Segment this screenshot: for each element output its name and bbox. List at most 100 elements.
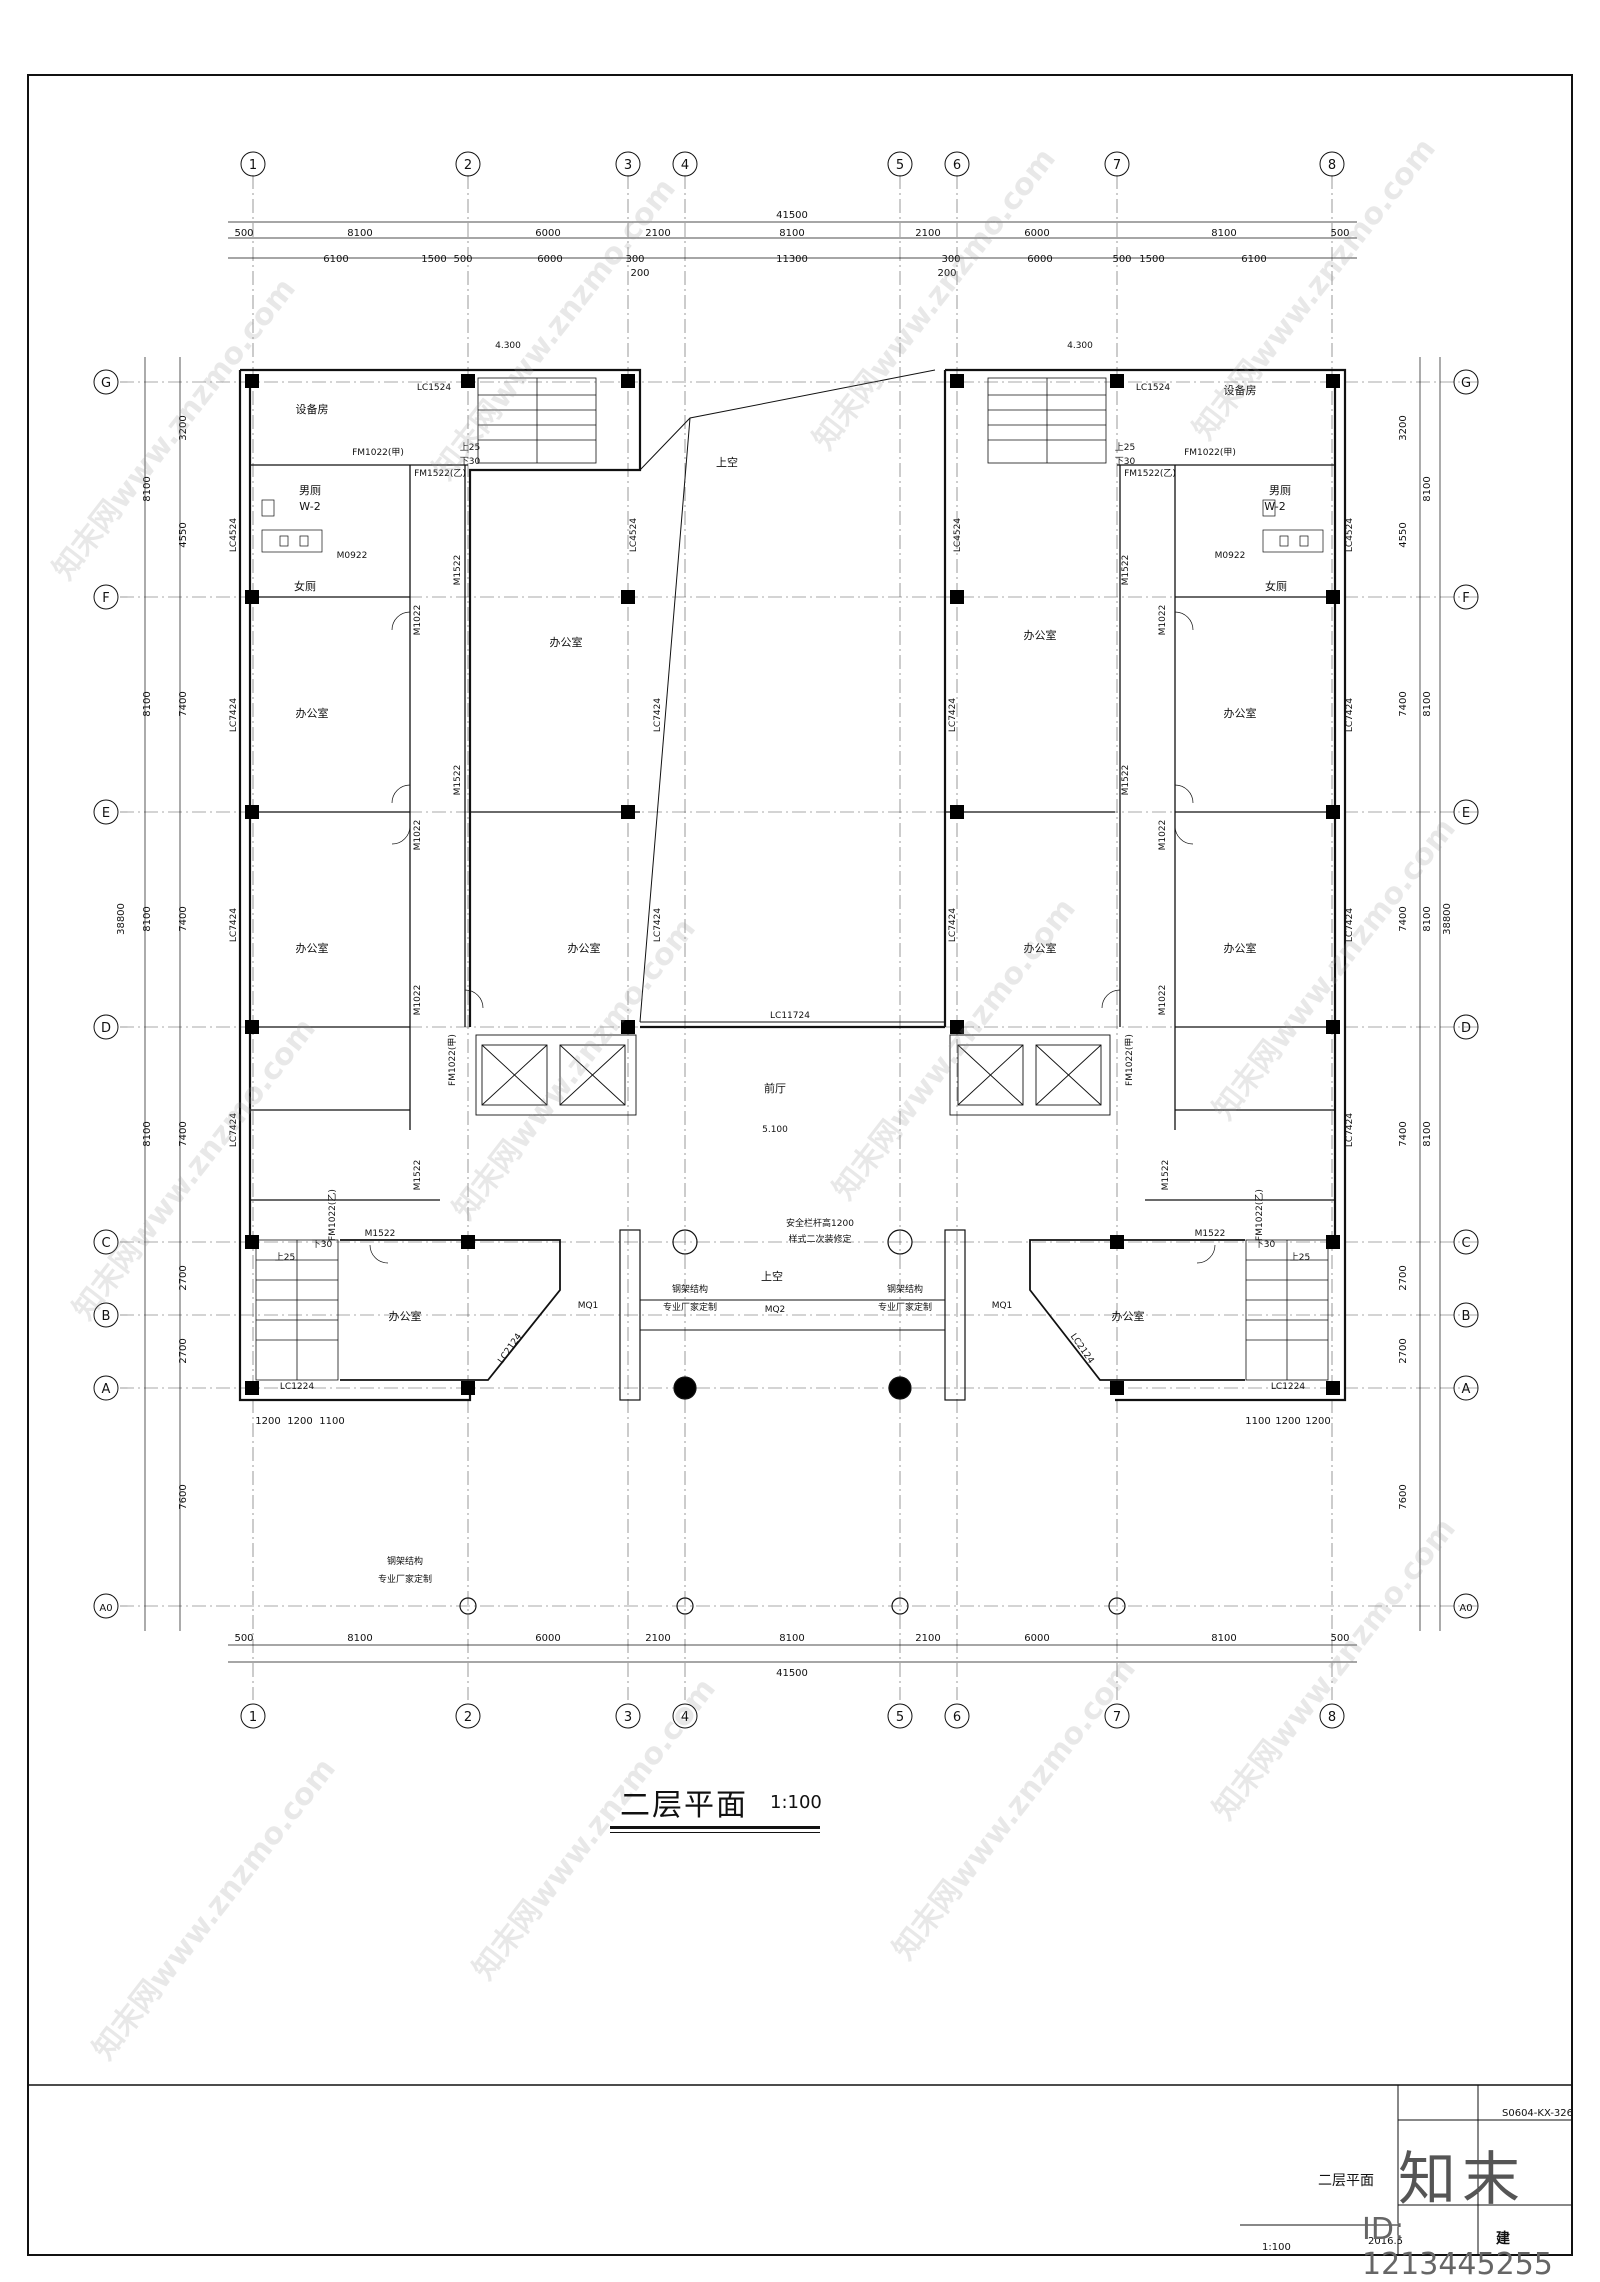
window-label: LC1524 (417, 383, 451, 393)
dim-top2: 500 (453, 254, 472, 265)
door-label: M1022 (1158, 820, 1168, 851)
grid-bubbles-bottom (240, 1703, 1345, 1729)
sheet-border (27, 74, 1573, 2256)
dim-top: 500 (1330, 228, 1349, 239)
dim-side-major: 8100 (1422, 906, 1433, 931)
dim-overall-top: 41500 (776, 210, 808, 221)
dimension-lines-side (144, 357, 1441, 1631)
window-label: LC1524 (1136, 383, 1170, 393)
stair-top-right (987, 377, 1107, 464)
door-label: M1522 (1195, 1229, 1226, 1239)
round-columns (459, 1229, 1126, 1615)
room-label-office: 办公室 (296, 706, 329, 720)
window-label: LC2124 (1068, 1332, 1096, 1366)
dim-bottom: 8100 (1211, 1633, 1236, 1644)
dim-side-major: 8100 (1422, 476, 1433, 501)
dim-side-minor: 2700 (178, 1338, 189, 1363)
grid-col-label: 3 (624, 1710, 632, 1725)
title-underline (610, 1826, 820, 1829)
grid-bubbles-right (1453, 369, 1479, 1619)
grid-row-label: B (1462, 1309, 1471, 1324)
dim-lower-right: 1200 (1275, 1416, 1300, 1427)
window-label: LC7424 (653, 698, 663, 732)
window-label: LC7424 (229, 908, 239, 942)
dim-lower-right: 1200 (1305, 1416, 1330, 1427)
structural-columns (245, 374, 1340, 1395)
door-label: FM1022(甲) (352, 447, 404, 458)
stair-up-label: 上25 (275, 1252, 295, 1263)
grid-row-label: G (101, 376, 111, 391)
interior-partitions (250, 464, 1335, 1201)
dim-side-minor: 2700 (178, 1265, 189, 1290)
door-label: M1522 (1121, 555, 1131, 586)
grid-row-label: A0 (99, 1603, 112, 1614)
dim-side-major: 8100 (142, 1121, 153, 1146)
dim-bottom: 6000 (535, 1633, 560, 1644)
dim-top: 8100 (1211, 228, 1236, 239)
dim-side-minor: 2700 (1398, 1265, 1409, 1290)
dim-lower-left: 1200 (255, 1416, 280, 1427)
dim-side-minor: 3200 (1398, 415, 1409, 440)
door-label: FM1522(乙) (414, 468, 466, 479)
grid-row-label: F (102, 591, 109, 606)
window-label: LC7424 (948, 698, 958, 732)
dim-side-major: 8100 (142, 476, 153, 501)
grid-col-label: 2 (464, 158, 472, 173)
grid-row-label: B (102, 1309, 111, 1324)
rail-note: 安全栏杆高1200 (786, 1217, 854, 1229)
steel-note: 钢架结构 (387, 1555, 423, 1567)
grid-col-label: 8 (1328, 158, 1336, 173)
dim-side-overall: 38800 (116, 903, 127, 935)
title-block-drawing-name: 二层平面 (1318, 2173, 1374, 2189)
dim-side-overall: 38800 (1442, 903, 1453, 935)
door-label: M1022 (413, 820, 423, 851)
room-label-office: 办公室 (1024, 941, 1057, 955)
grid-col-label: 4 (681, 1710, 689, 1725)
stair-top-left (477, 377, 597, 464)
dim-top: 8100 (779, 228, 804, 239)
room-label-female-wc: 女厕 (1265, 579, 1287, 593)
window-label: LC4524 (629, 518, 639, 552)
dim-top2: 500 (1112, 254, 1131, 265)
grid-bubbles-left (93, 369, 119, 1619)
exterior-walls (238, 368, 1347, 1402)
grid-row-label: A0 (1459, 1603, 1472, 1614)
elevator-left (475, 1034, 637, 1116)
dim-top2: 300 (625, 254, 644, 265)
window-label: LC7424 (653, 908, 663, 942)
elevator-right (949, 1034, 1111, 1116)
room-label-office: 办公室 (1224, 941, 1257, 955)
dim-side-minor: 3200 (178, 415, 189, 440)
grid-col-label: 5 (896, 1710, 904, 1725)
dim-bottom: 8100 (779, 1633, 804, 1644)
room-code-wc: W-2 (299, 500, 320, 513)
dim-top: 6000 (535, 228, 560, 239)
grid-row-label: D (101, 1021, 111, 1036)
stair-up-label: 上25 (1115, 442, 1135, 453)
door-label: M1522 (413, 1160, 423, 1191)
dim-side-minor: 7400 (1398, 906, 1409, 931)
dimension-lines-top (228, 221, 1357, 1663)
window-label: LC4524 (1345, 518, 1355, 552)
room-label-office: 办公室 (550, 635, 583, 649)
dim-top2b: 200 (630, 268, 649, 279)
drawing-title: 二层平面 (620, 1788, 748, 1823)
elevation-label: 4.300 (495, 341, 521, 351)
dim-bottom: 2100 (915, 1633, 940, 1644)
dim-side-major: 8100 (1422, 1121, 1433, 1146)
title-block-scale: 1:100 (1262, 2242, 1291, 2253)
elevation-label: 5.100 (762, 1125, 788, 1135)
window-label: LC1224 (1271, 1382, 1305, 1392)
dim-top: 500 (234, 228, 253, 239)
toilet-fixtures (261, 499, 1324, 553)
door-label: FM1022(甲) (1124, 1034, 1135, 1086)
dim-top2: 1500 (1139, 254, 1164, 265)
stair-down-label: 下30 (1255, 1240, 1276, 1250)
stair-up-label: 上25 (460, 442, 480, 453)
door-label: FM1522(乙) (1124, 468, 1176, 479)
grid-col-label: 1 (249, 1710, 257, 1725)
door-label: M1022 (1158, 605, 1168, 636)
elevation-label: 4.300 (1067, 341, 1093, 351)
dim-top2: 11300 (776, 254, 808, 265)
dim-bottom: 2100 (645, 1633, 670, 1644)
